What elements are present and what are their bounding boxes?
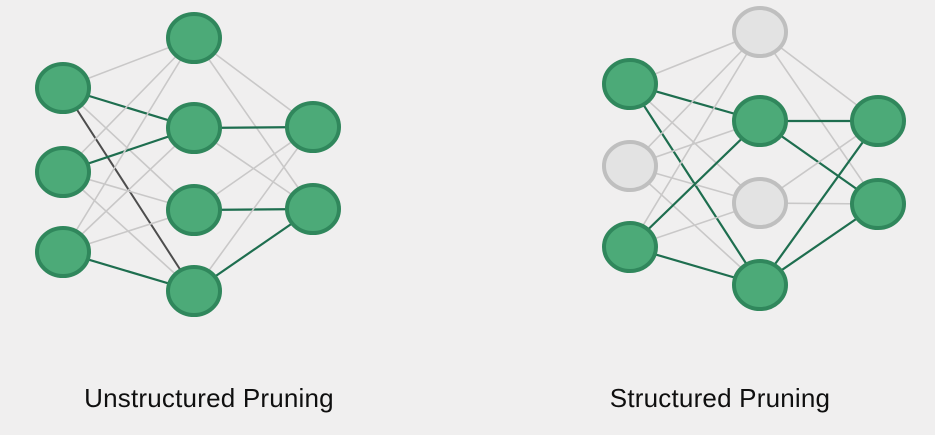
neuron-o2-active [285,183,341,235]
unstructured-pruning-label: Unstructured Pruning [84,383,334,413]
structured-pruning-network [602,6,906,311]
edge-i2-h1-pruned [62,37,195,173]
neuron-i2-active [35,146,91,198]
neuron-i1-active [602,58,658,110]
neuron-o1-active [850,95,906,147]
neuron-h1-active [166,12,222,64]
neuron-o2-active [850,178,906,230]
structured-pruning-label: Structured Pruning [609,383,831,413]
neuron-h4-active [166,265,222,317]
neuron-i3-active [35,226,91,278]
edge-h1-o2-pruned [759,31,879,205]
edge-h1-o2-pruned [193,37,314,210]
edge-i3-h2-kept [629,120,761,248]
edge-h4-o1-pruned [193,126,314,292]
neuron-i3-active [602,221,658,273]
neuron-h4-active [732,259,788,311]
edge-i3-h2-pruned [62,127,195,253]
edge-i3-h1-pruned [629,31,761,248]
unstructured-pruning-network [35,12,341,317]
neuron-h3-pruned [732,177,788,229]
edge-h4-o1-kept [759,120,879,286]
neuron-o1-active [285,101,341,153]
edge-i3-h1-pruned [62,37,195,253]
neuron-h3-active [166,184,222,236]
neuron-i2-pruned [602,140,658,192]
neuron-i1-active [35,62,91,114]
neuron-h2-active [732,95,788,147]
neuron-h2-active [166,102,222,154]
edge-i2-h1-pruned [629,31,761,167]
neuron-h1-pruned [732,6,788,58]
